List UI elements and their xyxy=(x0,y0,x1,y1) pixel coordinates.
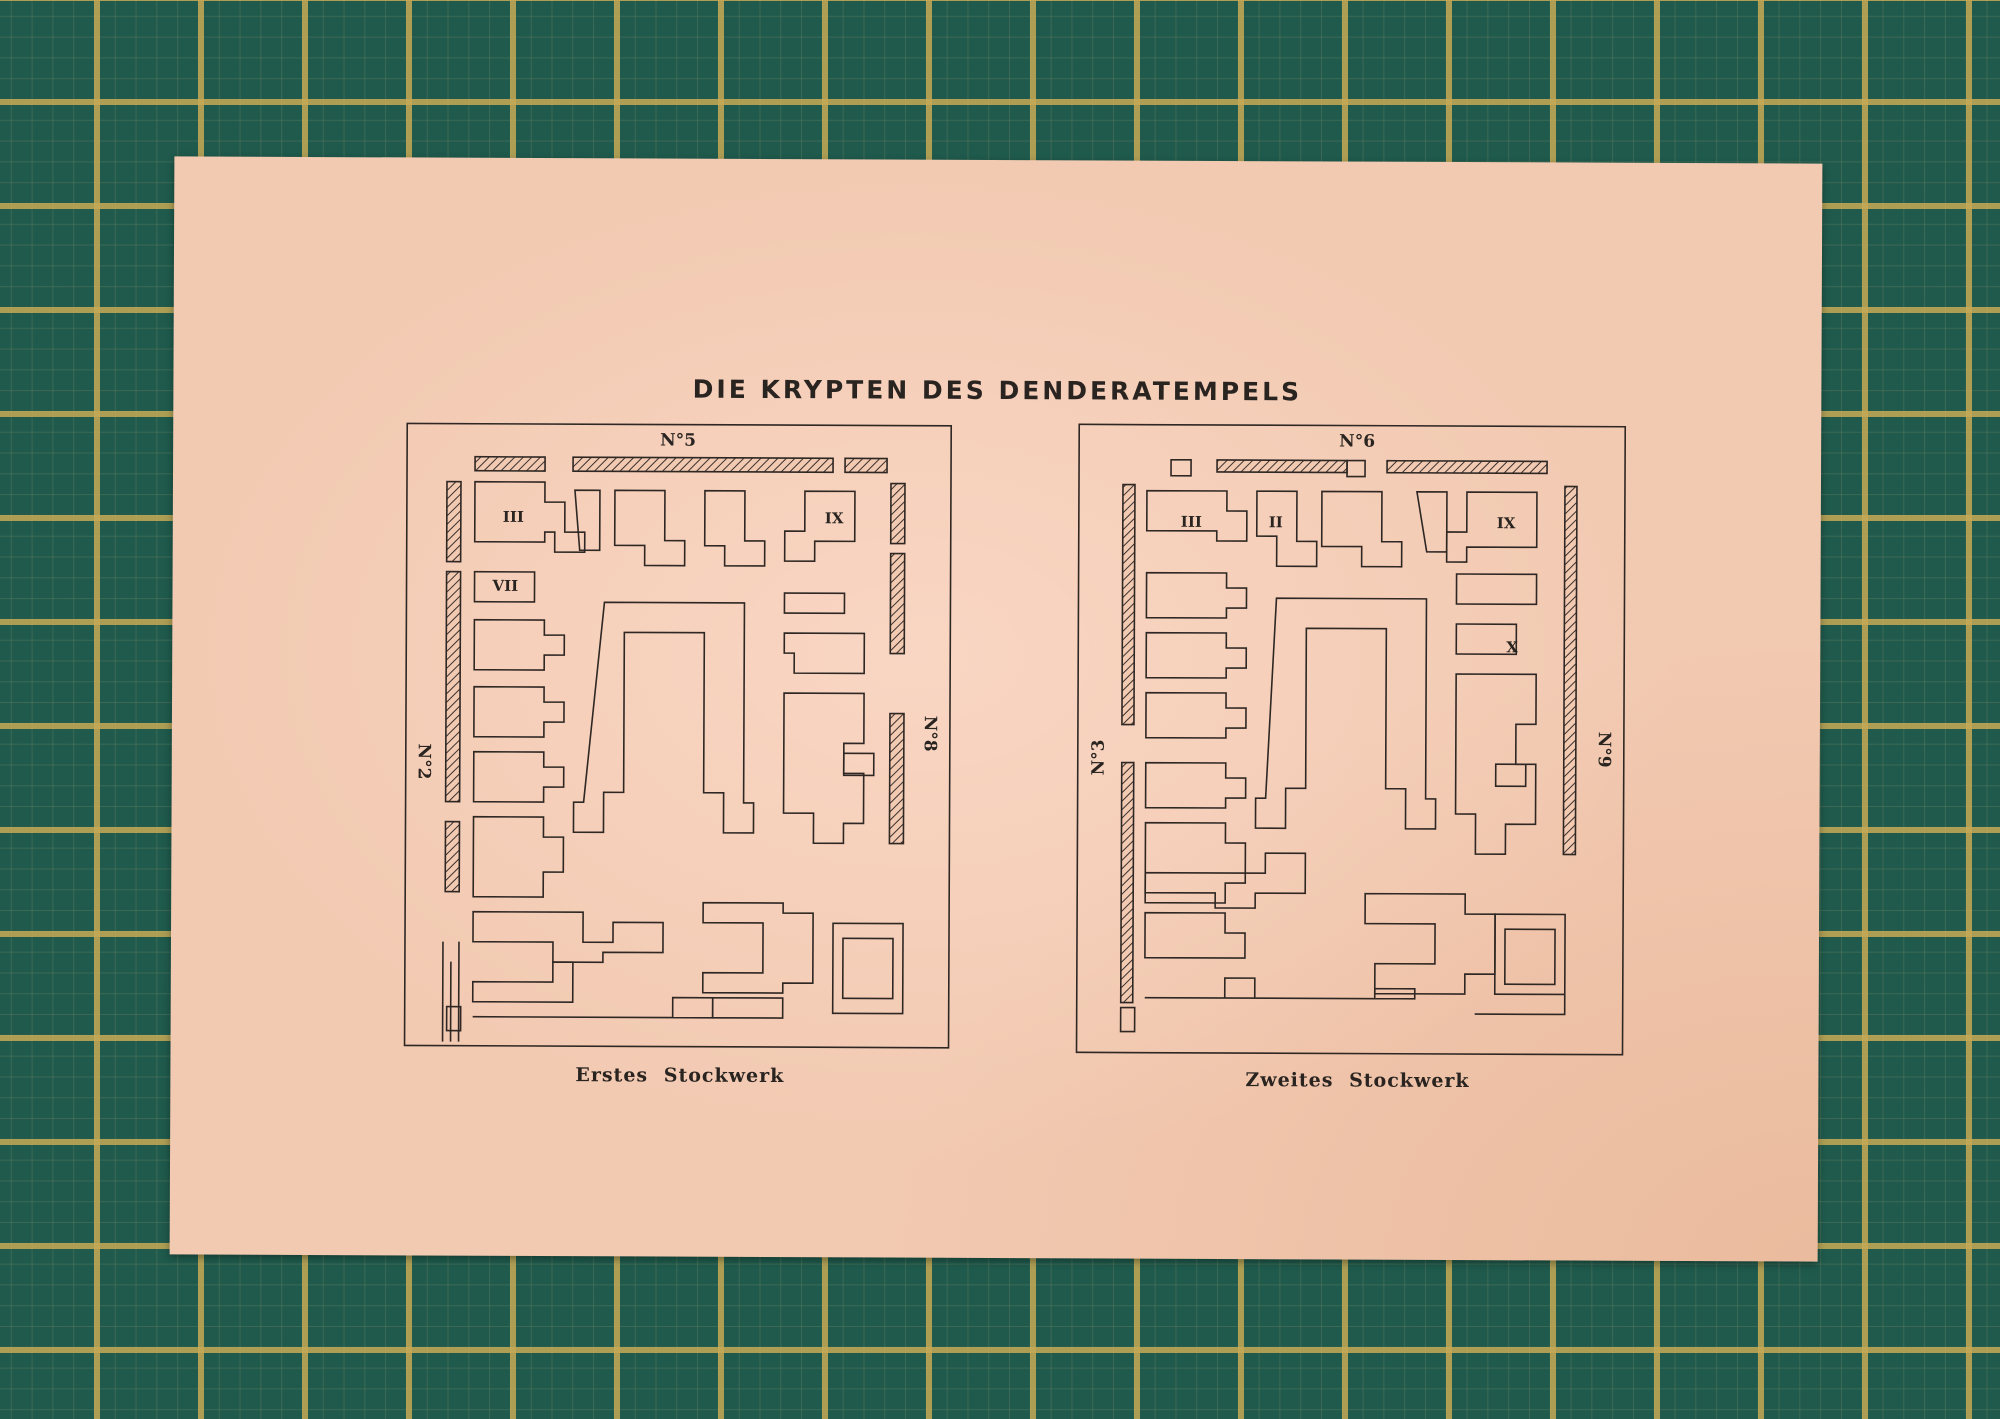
caption-first-floor: Erstes Stockwerk xyxy=(575,1064,785,1088)
crypt-label-3: N°3 xyxy=(1088,739,1109,776)
floor-plan-first: N°5 N°2 N°8 III IX VII xyxy=(403,421,954,1051)
caption-second-floor: Zweites Stockwerk xyxy=(1245,1069,1470,1093)
room-label-X: X xyxy=(1506,638,1518,657)
room-label-III: III xyxy=(502,507,524,526)
page-title: DIE KRYPTEN DES DENDERATEMPELS xyxy=(692,374,1303,407)
room-label-II: II xyxy=(1268,513,1283,532)
crypt-label-2: N°2 xyxy=(413,743,434,780)
floor-plan-second: N°6 N°3 N°9 III II IX X xyxy=(1074,422,1627,1056)
room-label-III: III xyxy=(1180,512,1202,531)
floor-plan-second-drawing xyxy=(1075,423,1627,1056)
floor-plan-first-drawing xyxy=(403,422,953,1049)
crypt-label-9: N°9 xyxy=(1593,731,1614,768)
crypt-label-5: N°5 xyxy=(660,430,697,451)
room-label-VII: VII xyxy=(492,576,519,595)
print-sheet: DIE KRYPTEN DES DENDERATEMPELS xyxy=(169,156,1823,1262)
crypt-label-6: N°6 xyxy=(1339,431,1376,452)
room-label-IX: IX xyxy=(1496,514,1516,533)
crypt-label-8: N°8 xyxy=(919,715,940,752)
room-label-IX: IX xyxy=(824,509,844,528)
